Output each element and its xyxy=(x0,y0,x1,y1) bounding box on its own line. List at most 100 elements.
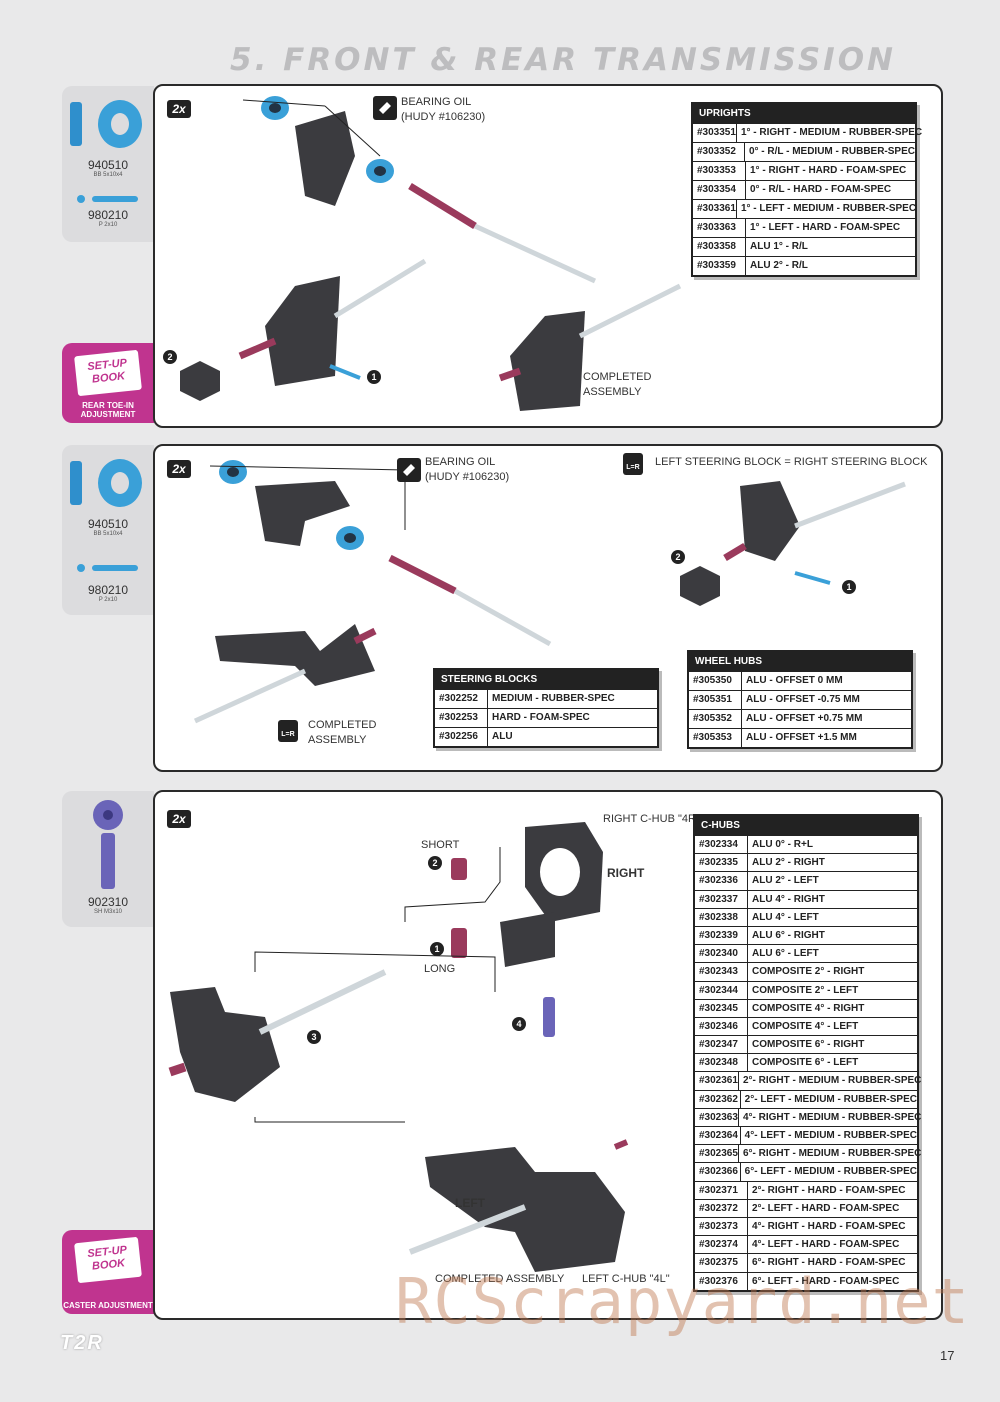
left-label: LEFT xyxy=(455,1196,485,1210)
pin-icon xyxy=(77,564,138,572)
completed-assembly-label: COMPLETED ASSEMBLY xyxy=(308,719,377,746)
step-badge-4: 4 xyxy=(512,1017,526,1031)
screw xyxy=(543,997,555,1037)
long-bushing xyxy=(451,928,467,958)
steering-block-left xyxy=(168,969,387,1102)
right-block-exploded xyxy=(723,481,906,562)
step-badge-2: 2 xyxy=(163,350,177,364)
hex-nut xyxy=(680,566,720,606)
bearing-top xyxy=(261,96,289,120)
left-equals-right-icon: L=R xyxy=(623,453,643,475)
right-label: RIGHT xyxy=(607,866,645,880)
setup-book-toe-in[interactable]: SET-UP BOOK REAR TOE-IN ADJUSTMENT xyxy=(62,343,154,423)
step-badge-1: 1 xyxy=(367,370,381,384)
panel-uprights: 2x BEARING OIL (HUDY #106230) 2 1 COMPLE… xyxy=(153,84,943,428)
completed-assembly-label: COMPLETED ASSEMBLY xyxy=(435,1273,565,1285)
part-980210: 980210 P 2x10 xyxy=(87,208,129,228)
step-badge-2: 2 xyxy=(671,550,685,564)
oil-icon xyxy=(373,96,397,120)
drive-axle xyxy=(408,183,597,284)
completed-assembly-label: COMPLETED ASSEMBLY xyxy=(583,371,652,398)
long-label: LONG xyxy=(424,963,456,975)
screw-icon xyxy=(93,800,123,889)
pin xyxy=(794,571,831,585)
right-c-hub-label: RIGHT C-HUB "4R" xyxy=(603,813,700,825)
completed-upright xyxy=(498,283,682,411)
oil-icon xyxy=(397,458,421,482)
step-badge-1: 1 xyxy=(430,942,444,956)
steering-block-assembled xyxy=(193,624,377,724)
lr-note: LEFT STEERING BLOCK = RIGHT STEERING BLO… xyxy=(655,456,928,468)
parts-sidebar-1: 940510 BB 5x10x4 980210 P 2x10 xyxy=(62,86,154,242)
quantity-badge: 2x xyxy=(167,100,191,118)
step-badge-1: 1 xyxy=(842,580,856,594)
page-title: 5. FRONT & REAR TRANSMISSION xyxy=(230,42,896,78)
setup-book-icon: SET-UP BOOK xyxy=(74,349,142,397)
bearing-lower xyxy=(366,159,394,183)
step-badge-3: 3 xyxy=(307,1030,321,1044)
upright-assembly-drawing xyxy=(180,96,682,411)
bearing-icon xyxy=(70,100,142,148)
c-hub-drawing xyxy=(168,822,629,1272)
short-label: SHORT xyxy=(421,839,460,851)
step-badge-2: 2 xyxy=(428,856,442,870)
parts-sidebar-2: 940510 BB 5x10x4 980210 P 2x10 xyxy=(62,445,154,615)
t2r-logo: T2R xyxy=(60,1332,104,1354)
part-980210: 980210 P 2x10 xyxy=(87,583,129,603)
panel-c-hubs: 2x RIGHT C-HUB "4R" RIGHT SHORT 2 1 LONG… xyxy=(153,790,943,1320)
setup-book-icon: SET-UP BOOK xyxy=(74,1236,142,1284)
quantity-badge: 2x xyxy=(167,810,191,828)
short-bushing xyxy=(451,858,467,880)
left-c-hub-label: LEFT C-HUB "4L" xyxy=(582,1273,670,1285)
parts-sidebar-3: 902310 SH M3x10 xyxy=(62,791,154,927)
page-number: 17 xyxy=(940,1348,955,1363)
quantity-badge: 2x xyxy=(167,460,191,478)
part-902310: 902310 SH M3x10 xyxy=(87,895,129,915)
steering-block-drawing xyxy=(193,460,906,724)
panel-steering-blocks: 2x BEARING OIL (HUDY #106230) L=R LEFT S… xyxy=(153,444,943,772)
part-940510: 940510 BB 5x10x4 xyxy=(87,158,129,178)
pin-icon xyxy=(77,195,138,203)
upright-part xyxy=(295,111,355,206)
setup-book-caster[interactable]: SET-UP BOOK CASTER ADJUSTMENT xyxy=(62,1230,154,1314)
